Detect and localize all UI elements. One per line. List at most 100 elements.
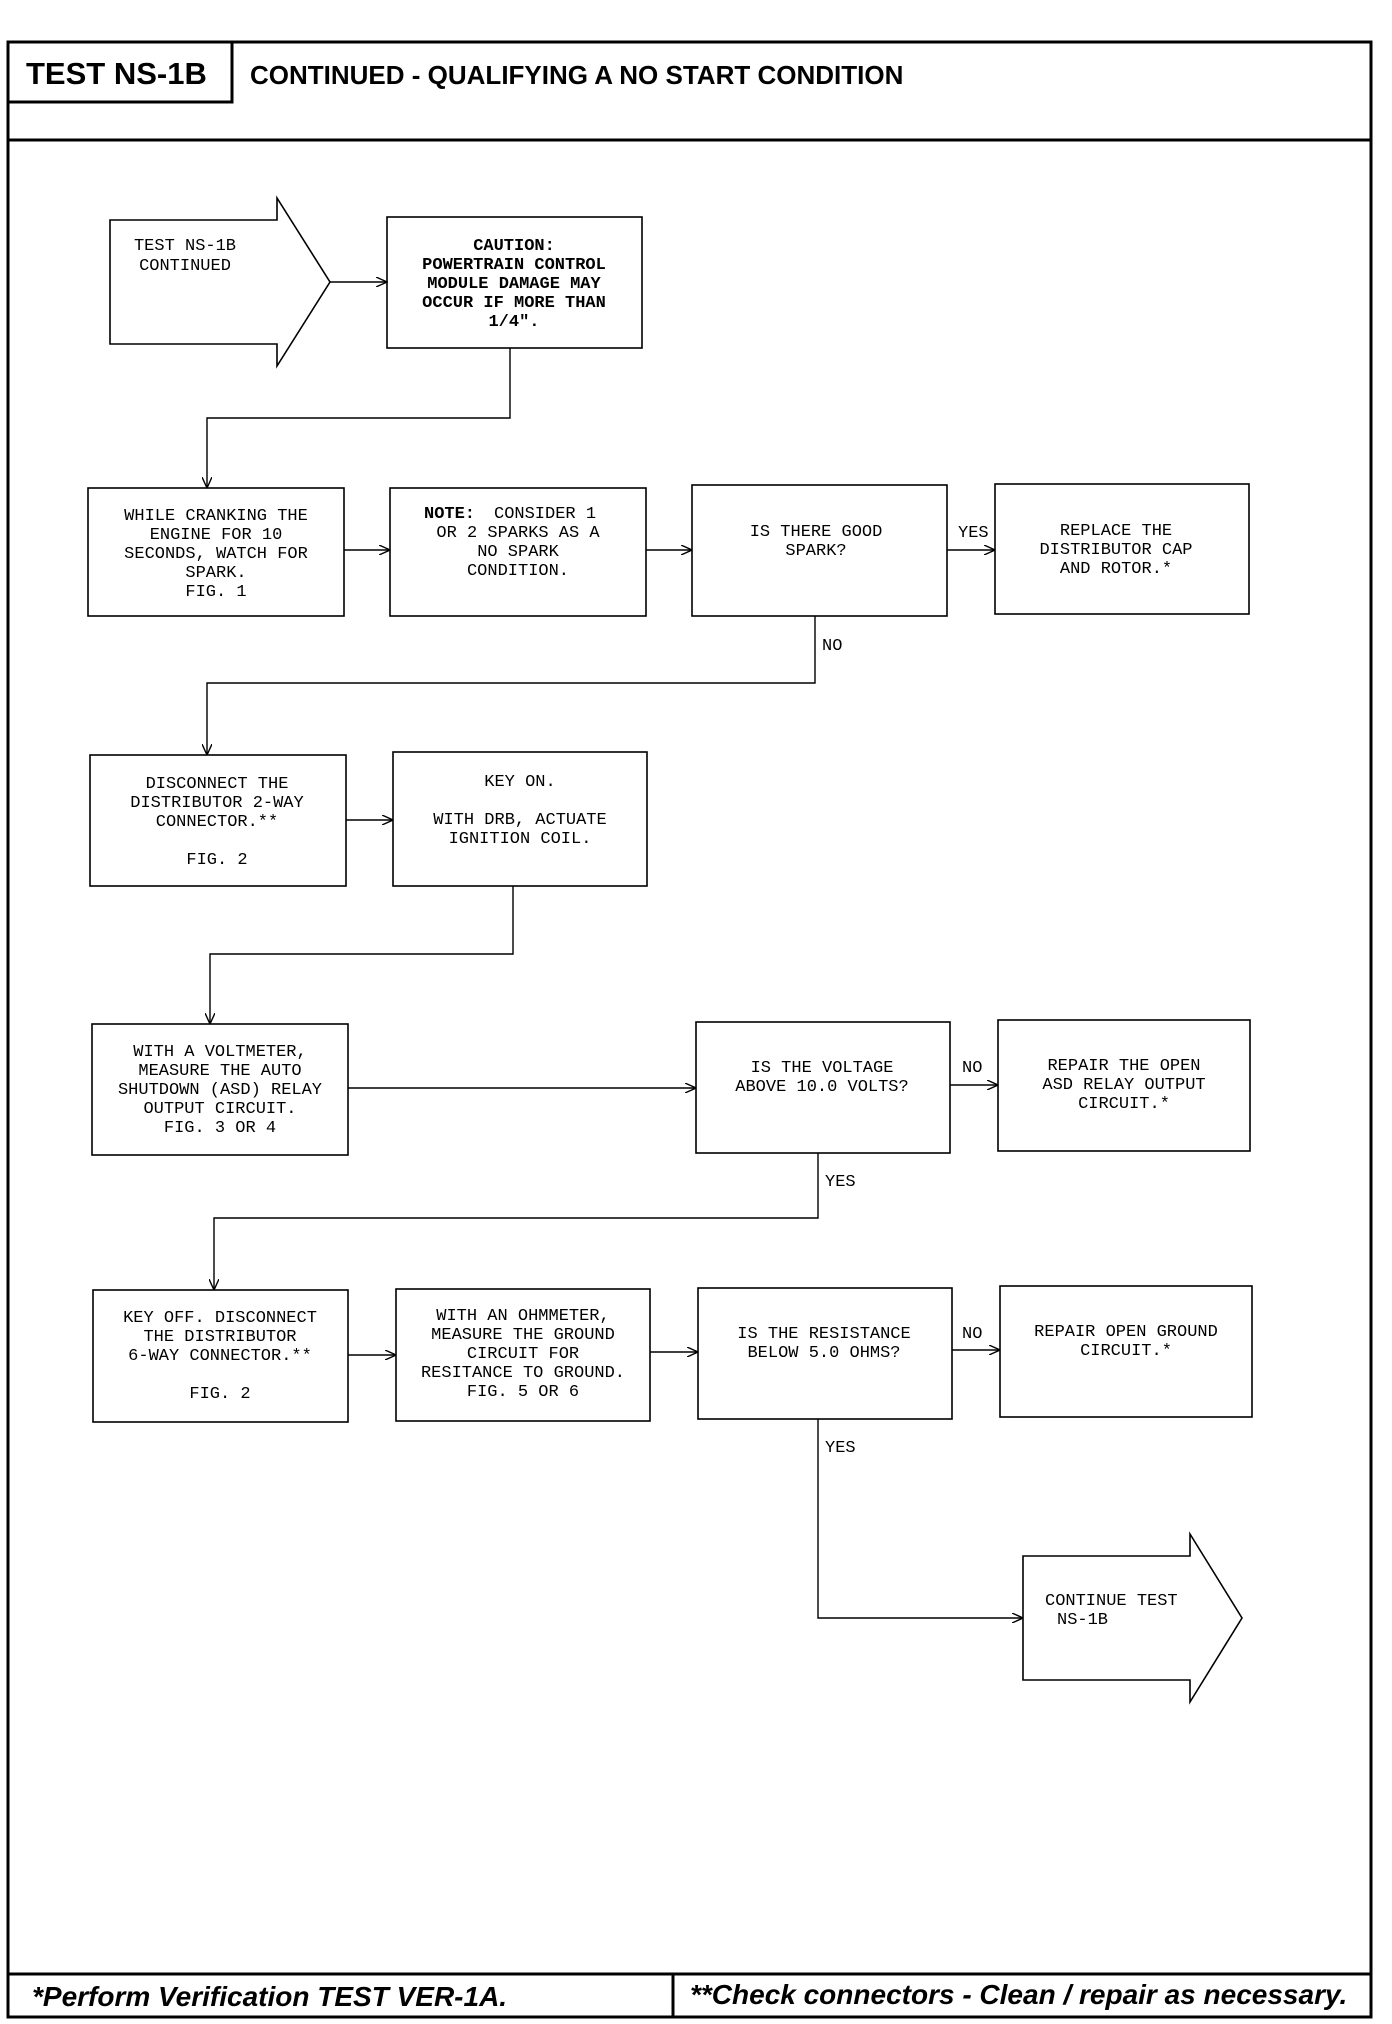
disconnect-2way-box	[89, 754, 347, 887]
replace-cap-text: REPLACE THE DISTRIBUTOR CAP AND ROTOR.*	[1039, 522, 1192, 579]
ohmmeter-line-3: CIRCUIT FOR	[467, 1345, 579, 1364]
resistance-no-label: NO	[962, 1325, 982, 1344]
crank-line-5: FIG. 1	[185, 583, 246, 602]
key-off-line-2: THE DISTRIBUTOR	[143, 1328, 296, 1347]
connector-caution-crank	[207, 348, 511, 488]
caution-line-3: MODULE DAMAGE MAY	[427, 275, 601, 294]
repair-asd-box	[997, 1019, 1251, 1152]
repair-ground-line-1: REPAIR OPEN GROUND	[1034, 1323, 1218, 1342]
footer-left-note: *Perform Verification TEST VER-1A.	[32, 1981, 507, 2012]
voltage-no-label: NO	[962, 1059, 982, 1078]
voltage-question-text: IS THE VOLTAGE ABOVE 10.0 VOLTS?	[735, 1059, 908, 1097]
note-line-3: NO SPARK	[477, 543, 559, 562]
key-on-line-3: WITH DRB, ACTUATE	[433, 811, 606, 830]
repair-asd-text: REPAIR THE OPEN ASD RELAY OUTPUT CIRCUIT…	[1042, 1057, 1205, 1114]
good-spark-line-1: IS THERE GOOD	[750, 523, 883, 542]
note-text: NOTE: CONSIDER 1 OR 2 SPARKS AS A NO SPA…	[424, 505, 600, 581]
caution-line-1: CAUTION:	[473, 237, 555, 256]
voltmeter-line-5: FIG. 3 OR 4	[164, 1119, 276, 1138]
note-line-2: OR 2 SPARKS AS A	[436, 524, 600, 543]
repair-ground-line-2: CIRCUIT.*	[1080, 1342, 1172, 1361]
voltmeter-line-4: OUTPUT CIRCUIT.	[143, 1100, 296, 1119]
voltage-q-line-2: ABOVE 10.0 VOLTS?	[735, 1078, 908, 1097]
disconnect-2way-line-1: DISCONNECT THE	[146, 775, 289, 794]
voltmeter-line-2: MEASURE THE AUTO	[138, 1062, 301, 1081]
test-id-box	[6, 40, 234, 104]
key-off-box	[92, 1289, 349, 1423]
page-frame	[6, 40, 1373, 2019]
caution-box	[386, 216, 643, 349]
voltmeter-box	[91, 1023, 349, 1156]
connector-voltage-yes	[214, 1153, 819, 1290]
key-on-line-1: KEY ON.	[484, 773, 555, 792]
disconnect-2way-line-2: DISTRIBUTOR 2-WAY	[130, 794, 303, 813]
key-off-line-5: FIG. 2	[189, 1385, 250, 1404]
caution-text: CAUTION: POWERTRAIN CONTROL MODULE DAMAG…	[422, 237, 606, 332]
repair-asd-line-2: ASD RELAY OUTPUT	[1042, 1076, 1205, 1095]
connector-resistance-yes	[817, 1419, 1023, 1618]
voltage-yes-label: YES	[825, 1173, 856, 1192]
good-spark-text: IS THERE GOOD SPARK?	[750, 523, 883, 561]
start-line-2: CONTINUED	[139, 257, 231, 276]
note-label: NOTE:	[424, 505, 475, 524]
voltage-question-box	[695, 1021, 951, 1154]
resistance-question-box	[697, 1287, 953, 1420]
voltmeter-line-3: SHUTDOWN (ASD) RELAY	[118, 1081, 322, 1100]
caution-line-5: 1/4".	[488, 313, 539, 332]
start-line-1: TEST NS-1B	[134, 237, 236, 256]
disconnect-2way-text: DISCONNECT THE DISTRIBUTOR 2-WAY CONNECT…	[130, 775, 303, 870]
continue-line-1: CONTINUE TEST	[1045, 1592, 1178, 1611]
crank-text: WHILE CRANKING THE ENGINE FOR 10 SECONDS…	[124, 507, 308, 602]
replace-cap-line-2: DISTRIBUTOR CAP	[1039, 541, 1192, 560]
replace-cap-line-3: AND ROTOR.*	[1060, 560, 1172, 579]
disconnect-2way-line-3: CONNECTOR.**	[156, 813, 278, 832]
good-spark-question-box	[691, 484, 948, 617]
repair-ground-text: REPAIR OPEN GROUND CIRCUIT.*	[1034, 1323, 1218, 1361]
continue-label: CONTINUE TEST NS-1B	[1045, 1592, 1178, 1630]
ohmmeter-line-4: RESITANCE TO GROUND.	[421, 1364, 625, 1383]
crank-line-4: SPARK.	[185, 564, 246, 583]
key-on-text: KEY ON. WITH DRB, ACTUATE IGNITION COIL.	[433, 773, 606, 849]
crank-line-3: SECONDS, WATCH FOR	[124, 545, 308, 564]
connector-spark-no	[207, 616, 816, 755]
disconnect-2way-line-5: FIG. 2	[186, 851, 247, 870]
footer-right-note: **Check connectors - Clean / repair as n…	[690, 1979, 1347, 2010]
key-off-text: KEY OFF. DISCONNECT THE DISTRIBUTOR 6-WA…	[123, 1309, 317, 1404]
key-on-box	[392, 751, 648, 887]
note-box	[389, 487, 647, 617]
good-spark-line-2: SPARK?	[785, 542, 846, 561]
replace-cap-box	[994, 483, 1250, 615]
connector-keyon-voltmeter	[210, 886, 514, 1024]
resistance-question-text: IS THE RESISTANCE BELOW 5.0 OHMS?	[737, 1325, 910, 1363]
ohmmeter-box	[395, 1288, 651, 1422]
continue-line-2: NS-1B	[1057, 1611, 1108, 1630]
caution-line-2: POWERTRAIN CONTROL	[422, 256, 606, 275]
voltmeter-line-1: WITH A VOLTMETER,	[133, 1043, 306, 1062]
spark-no-label: NO	[822, 637, 842, 656]
crank-line-2: ENGINE FOR 10	[150, 526, 283, 545]
ohmmeter-text: WITH AN OHMMETER, MEASURE THE GROUND CIR…	[421, 1307, 625, 1402]
start-label: TEST NS-1B CONTINUED	[134, 237, 236, 276]
key-on-line-4: IGNITION COIL.	[449, 830, 592, 849]
voltage-q-line-1: IS THE VOLTAGE	[751, 1059, 894, 1078]
spark-yes-label: YES	[958, 524, 989, 543]
resistance-q-line-2: BELOW 5.0 OHMS?	[747, 1344, 900, 1363]
voltmeter-text: WITH A VOLTMETER, MEASURE THE AUTO SHUTD…	[118, 1043, 322, 1138]
replace-cap-line-1: REPLACE THE	[1060, 522, 1172, 541]
ohmmeter-line-1: WITH AN OHMMETER,	[436, 1307, 609, 1326]
repair-asd-line-1: REPAIR THE OPEN	[1047, 1057, 1200, 1076]
resistance-q-line-1: IS THE RESISTANCE	[737, 1325, 910, 1344]
repair-ground-box	[999, 1285, 1253, 1418]
key-off-line-1: KEY OFF. DISCONNECT	[123, 1309, 317, 1328]
caution-line-4: OCCUR IF MORE THAN	[422, 294, 606, 313]
start-arrow	[109, 195, 331, 369]
resistance-yes-label: YES	[825, 1439, 856, 1458]
repair-asd-line-3: CIRCUIT.*	[1078, 1095, 1170, 1114]
ohmmeter-line-2: MEASURE THE GROUND	[431, 1326, 615, 1345]
key-off-line-3: 6-WAY CONNECTOR.**	[128, 1347, 312, 1366]
ohmmeter-line-5: FIG. 5 OR 6	[467, 1383, 579, 1402]
crank-box	[87, 487, 345, 617]
note-line-4: CONDITION.	[467, 562, 569, 581]
